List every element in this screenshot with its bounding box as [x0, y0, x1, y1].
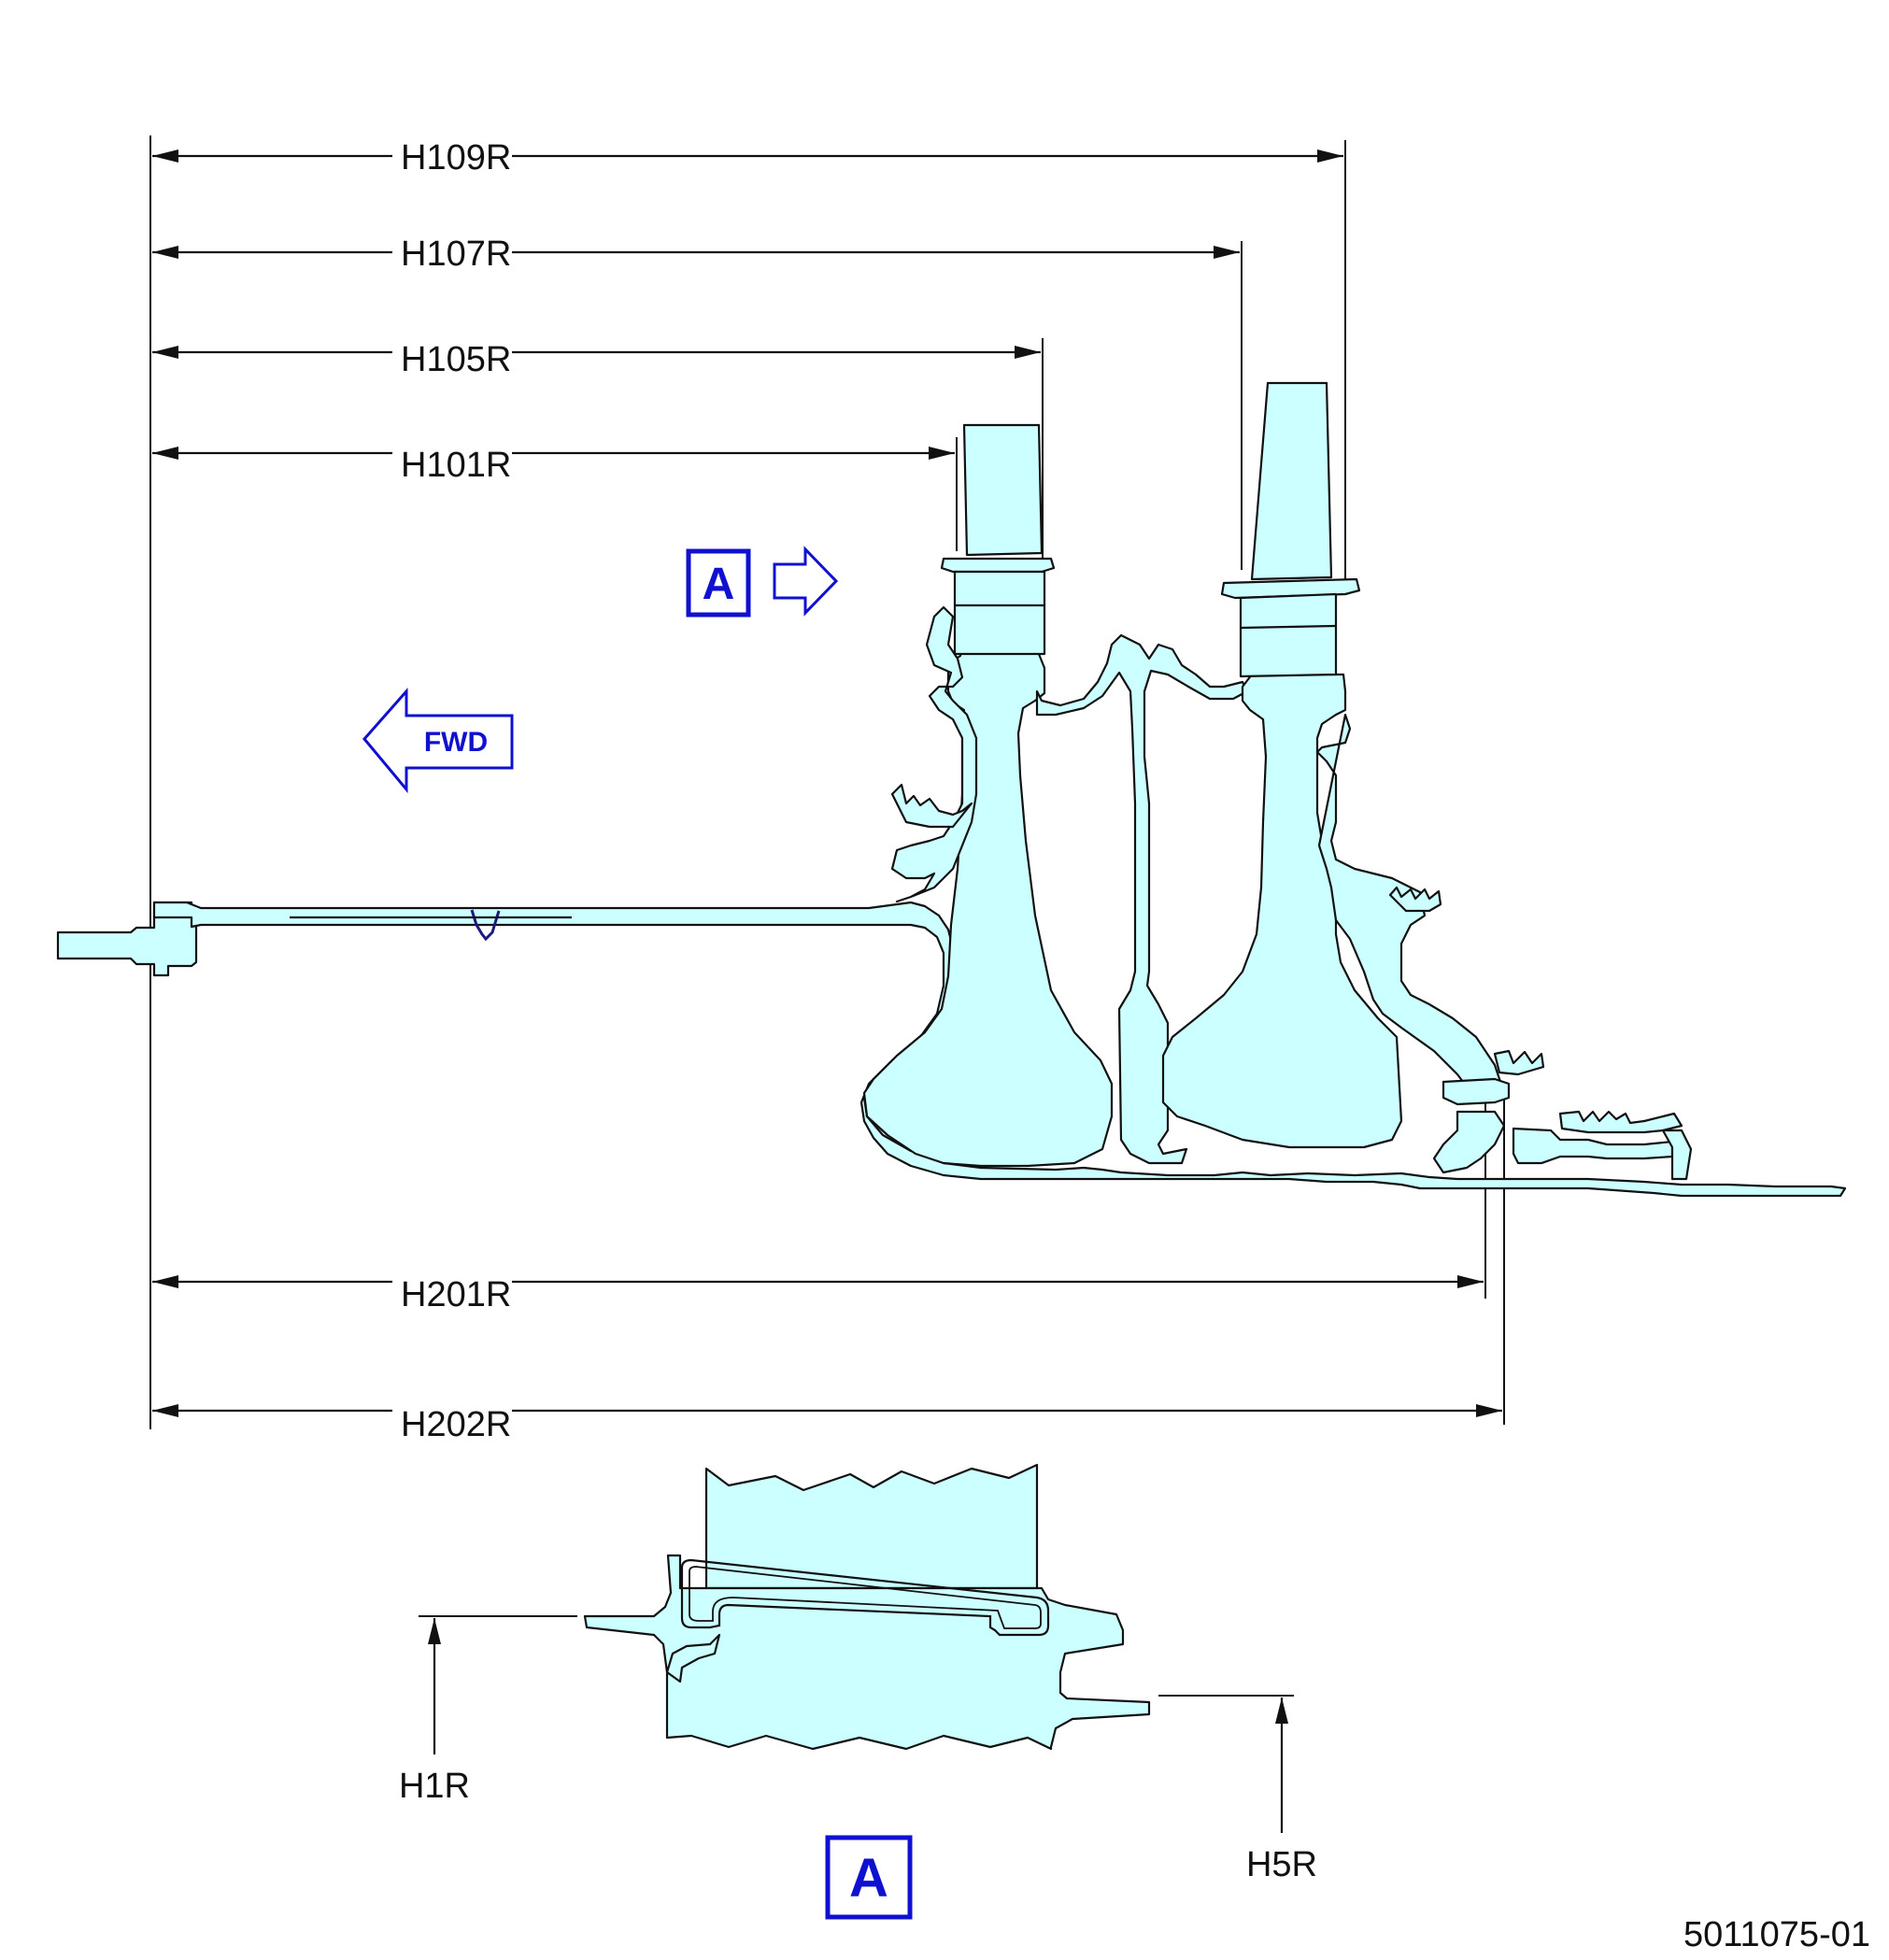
rotor-cross-section: [56, 381, 1847, 1198]
h105r-label: H105R: [401, 340, 511, 379]
detail-a-label: A: [849, 1848, 888, 1909]
stage-2-blade-airfoil: [1250, 381, 1333, 581]
fwd-arrow: FWD: [362, 688, 514, 794]
detail-a-view: H1R H5R A: [399, 1463, 1317, 1920]
forward-shaft-coupling: [56, 901, 198, 977]
h109r-label: H109R: [401, 138, 511, 178]
stage-2-seal-fins: [1388, 886, 1442, 913]
detail-blade-airfoil-stub: [704, 1463, 1039, 1590]
stage-2-blade-platform: [1220, 577, 1361, 600]
detail-root-shoulder: [665, 1633, 721, 1683]
stage-1-blade-platform: [940, 557, 1056, 574]
fwd-arrow-icon: [362, 688, 514, 794]
aft-hub-web: [1432, 1110, 1506, 1174]
h1r-label: H1R: [399, 1767, 470, 1806]
view-a-letter: A: [703, 560, 735, 609]
h101r-label: H101R: [401, 446, 511, 485]
detail-blade-root-body: [583, 1554, 1151, 1751]
aft-labyrinth-seal: [1558, 1110, 1683, 1134]
detail-a-box: [825, 1835, 913, 1920]
dimension-lines: H109R H107R H105R H101R H201R H202R: [149, 135, 1505, 1444]
aft-seal-runner: [1442, 1077, 1511, 1106]
aft-shaft-extension: [1512, 1127, 1674, 1165]
stage-1-forward-arm: [890, 605, 978, 903]
h107r-label: H107R: [401, 234, 511, 274]
detail-internal-passage-inner: [689, 1566, 1042, 1629]
stage-1-seal-fins: [890, 783, 973, 829]
stage-1-blade-root: [953, 570, 1046, 656]
interstage-seal-spacer: [1035, 633, 1249, 1165]
h202r-label: H202R: [401, 1405, 511, 1444]
aft-seal-fins: [1493, 1049, 1545, 1076]
fwd-label: FWD: [424, 727, 488, 758]
shaft-retaining-clip: [470, 909, 501, 942]
stage-2-disk: [1161, 673, 1403, 1149]
view-a-box: [686, 548, 751, 618]
h5r-label: H5R: [1246, 1845, 1317, 1884]
h201r-label: H201R: [401, 1275, 511, 1314]
view-a-marker: A: [686, 546, 839, 618]
detail-internal-cooling-passage: [680, 1558, 1050, 1637]
aft-seal-arm: [1661, 1129, 1693, 1181]
stage-2-root-line: [1240, 624, 1337, 630]
stage-1-blade-airfoil: [962, 423, 1044, 557]
drawing-number: 5011075-01: [1683, 1915, 1870, 1954]
stage-2-blade-root: [1239, 592, 1338, 678]
view-direction-arrow-icon: [773, 546, 839, 617]
